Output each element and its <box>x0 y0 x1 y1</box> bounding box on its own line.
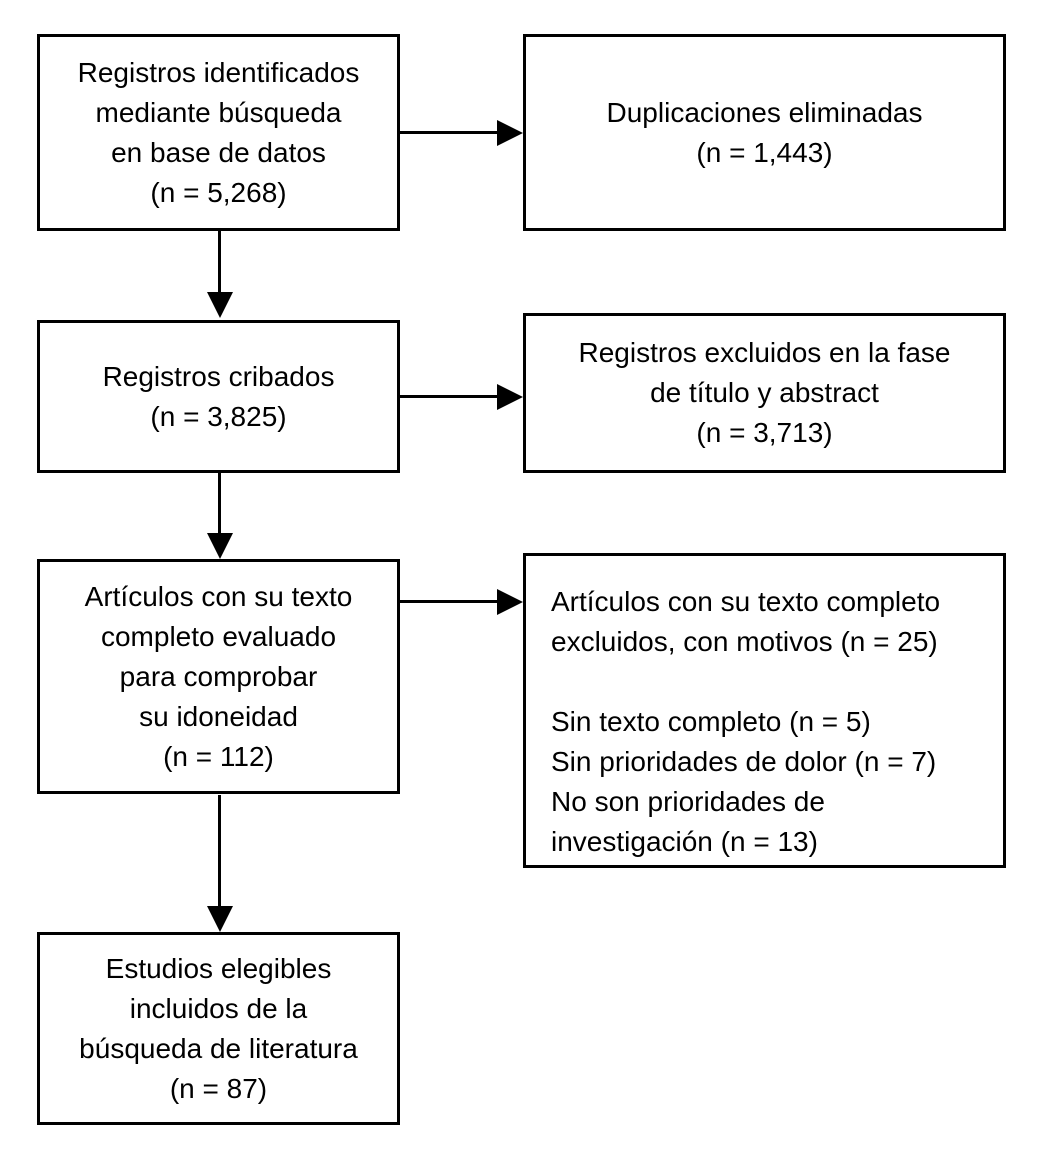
text-line: (n = 3,713) <box>696 417 833 448</box>
node-duplicaciones-eliminadas: Duplicaciones eliminadas (n = 1,443) <box>523 34 1006 231</box>
text-line: Sin texto completo (n = 5) <box>551 706 871 737</box>
text-line: Sin prioridades de dolor (n = 7) <box>551 746 937 777</box>
text-line: Estudios elegibles <box>105 952 332 984</box>
arrow-cribados-to-evaluado <box>206 473 233 559</box>
arrow-cribados-to-excluidos <box>400 383 523 410</box>
node-articulos-texto-completo-excluidos: Artículos con su texto completo excluidos… <box>523 553 1006 868</box>
text-line <box>551 662 988 702</box>
text-line: Registros excluidos en la fase <box>578 337 951 368</box>
text-line: Registros cribados <box>102 360 335 392</box>
text-line: investigación (n = 13) <box>551 826 818 857</box>
arrow-evaluado-to-incluidos <box>206 795 233 932</box>
text-line: mediante búsqueda <box>95 96 342 128</box>
arrow-identificados-to-duplicaciones <box>400 119 523 146</box>
arrow-evaluado-to-excluidos-motivos <box>400 588 523 615</box>
text-line: de título y abstract <box>650 377 879 408</box>
text-line: excluidos, con motivos (n = 25) <box>551 626 938 657</box>
node-registros-excluidos-titulo-abstract: Registros excluidos en la fase de título … <box>523 313 1006 473</box>
text-line: búsqueda de literatura <box>79 1032 358 1064</box>
text-line: (n = 3,825) <box>150 400 287 432</box>
text-line: Duplicaciones eliminadas <box>606 96 923 128</box>
text-line: su idoneidad <box>139 700 298 732</box>
node-articulos-texto-completo-evaluado: Artículos con su texto completo evaluado p… <box>37 559 400 794</box>
text-line: Registros identificados <box>77 56 360 88</box>
node-registros-cribados: Registros cribados (n = 3,825) <box>37 320 400 473</box>
text-line: Artículos con su texto <box>84 580 353 612</box>
text-line: Artículos con su texto completo <box>551 586 941 617</box>
text-line: No son prioridades de <box>551 786 825 817</box>
text-line: completo evaluado <box>100 620 337 652</box>
text-line: incluidos de la <box>129 992 308 1024</box>
arrow-identificados-to-cribados <box>206 231 233 318</box>
text-line: para comprobar <box>119 660 318 692</box>
node-estudios-elegibles-incluidos: Estudios elegibles incluidos de la búsqued… <box>37 932 400 1125</box>
text-line: (n = 1,443) <box>696 136 833 168</box>
text-line: (n = 5,268) <box>150 176 287 208</box>
text-line: en base de datos <box>111 136 326 168</box>
text-line: (n = 112) <box>163 740 274 772</box>
text-line: (n = 87) <box>169 1072 268 1104</box>
node-registros-identificados: Registros identificados mediante búsqueda… <box>37 34 400 231</box>
